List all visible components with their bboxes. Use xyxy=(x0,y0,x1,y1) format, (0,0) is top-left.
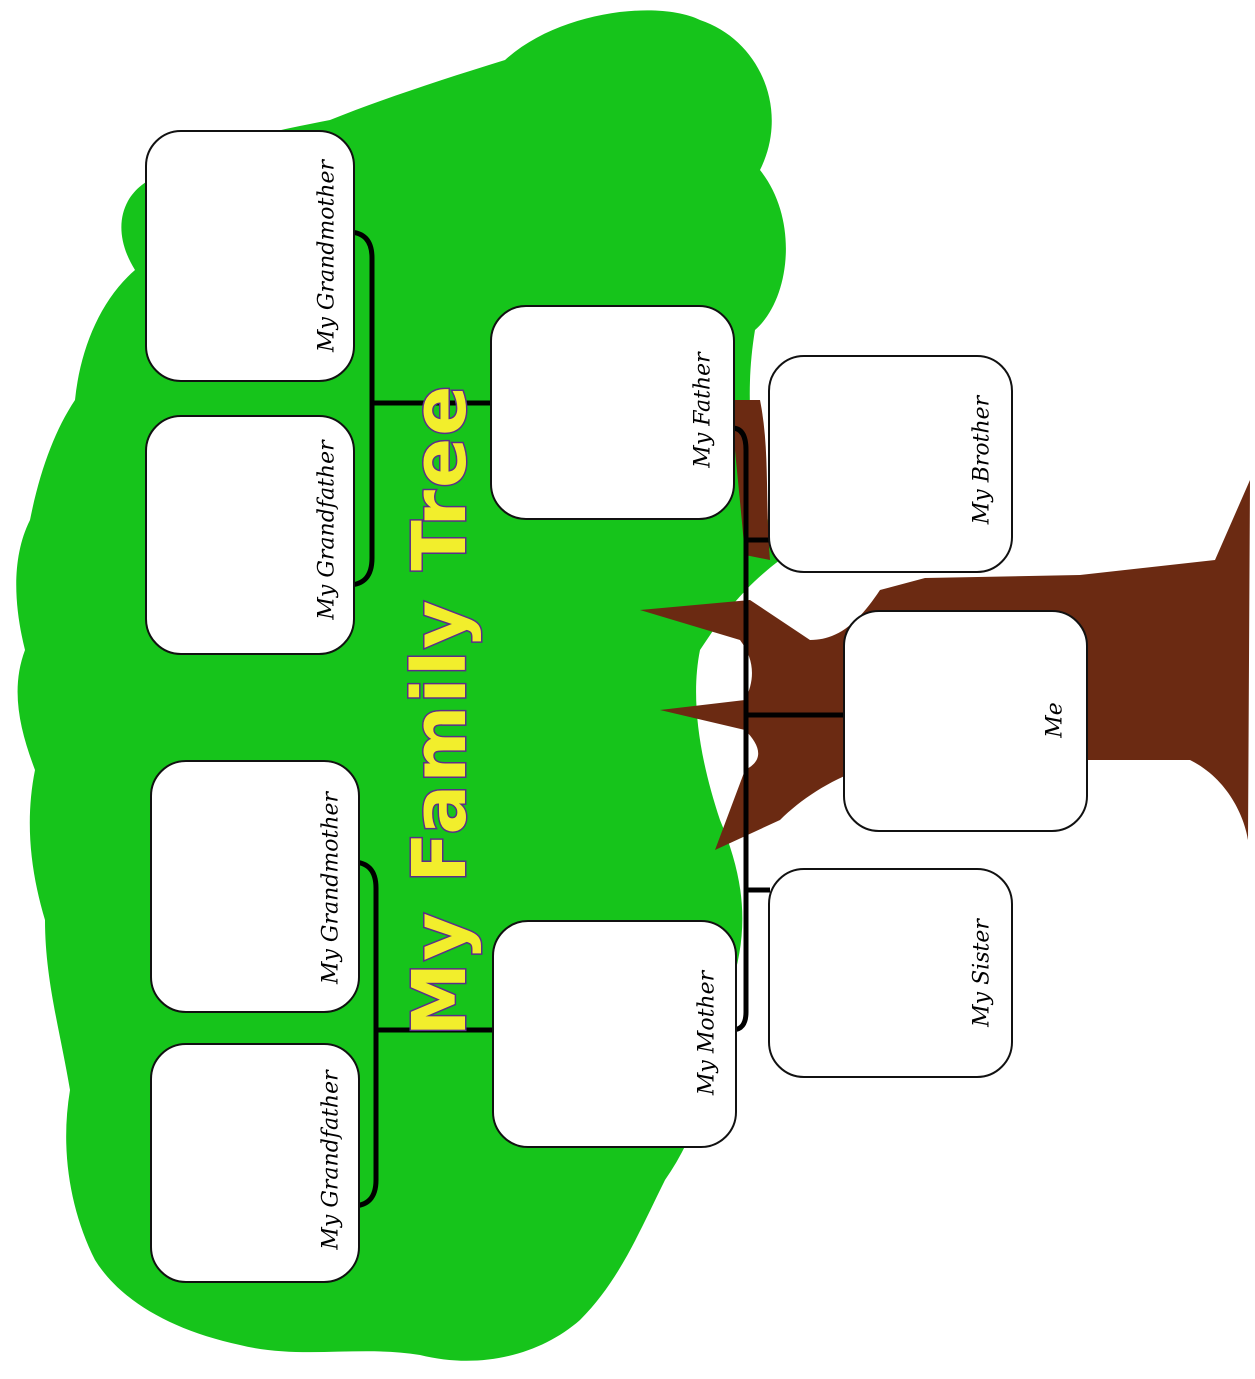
father-label: My Father xyxy=(690,352,716,468)
me-box xyxy=(843,610,1088,832)
tree-connectors xyxy=(347,229,845,1209)
paternal-grandfather-label: My Grandfather xyxy=(314,440,340,620)
paternal-grandmother-label: My Grandmother xyxy=(314,159,340,353)
mother-box xyxy=(492,920,737,1148)
page-title: My Family Tree xyxy=(396,382,485,1038)
brother-box xyxy=(768,355,1013,573)
sister-box xyxy=(768,868,1013,1078)
mother-label: My Mother xyxy=(694,970,720,1096)
father-box xyxy=(490,305,735,520)
paternal-grandmother-box xyxy=(145,130,355,382)
maternal-grandfather-box xyxy=(150,1043,360,1283)
me-label: Me xyxy=(1042,702,1068,738)
tree-branch xyxy=(730,400,770,560)
paternal-grandfather-box xyxy=(145,415,355,655)
brother-label: My Brother xyxy=(969,395,995,525)
maternal-grandmother-box xyxy=(150,760,360,1013)
maternal-grandfather-label: My Grandfather xyxy=(318,1070,344,1250)
sister-label: My Sister xyxy=(969,919,995,1027)
maternal-grandmother-label: My Grandmother xyxy=(318,791,344,985)
